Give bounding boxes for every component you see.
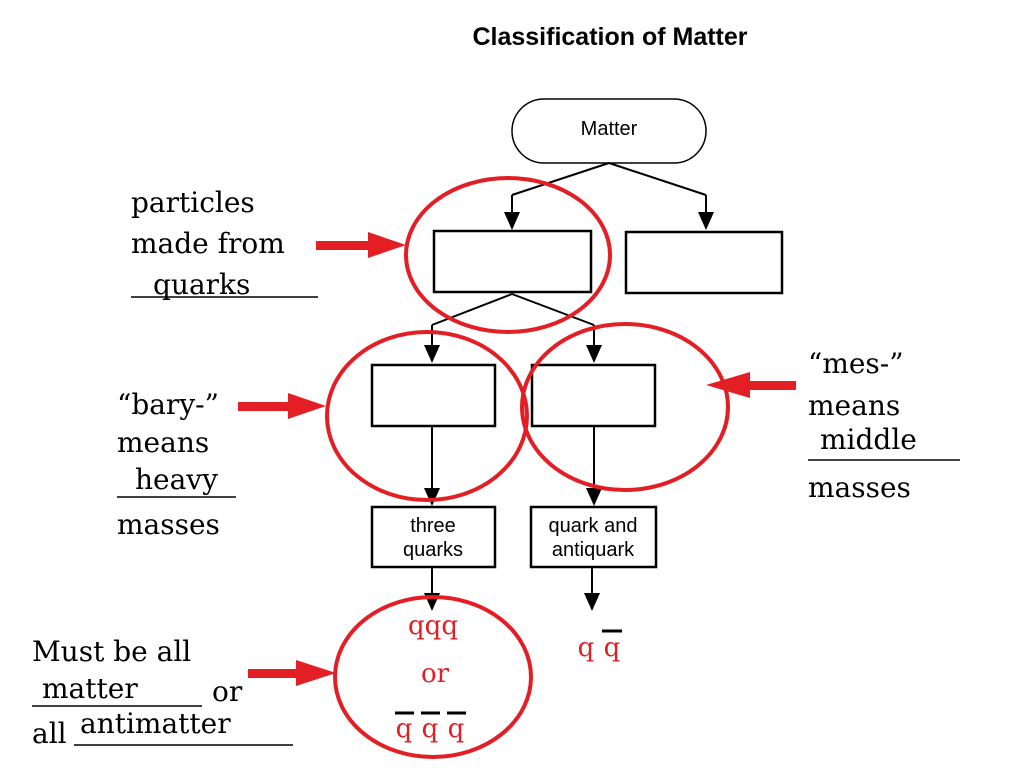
meson-note-means: means — [808, 389, 900, 422]
baryon-note-blank: heavy — [135, 463, 218, 496]
hadron-circle — [404, 176, 612, 334]
antiquark-2: q — [422, 714, 439, 744]
hadron-note-line2: made from — [131, 227, 285, 260]
meson-quark-content: q q — [578, 633, 621, 663]
quark-antiquark-line2: antiquark — [552, 539, 635, 561]
baryon-box — [370, 363, 497, 428]
hadron-box — [432, 229, 593, 294]
matter-note-blank1: matter — [42, 672, 138, 705]
meson-quark: q — [578, 633, 595, 663]
hadron-note-line1: particles — [131, 186, 255, 219]
baryon-arrow — [238, 393, 326, 419]
meson-box — [530, 363, 657, 428]
matter-arrow — [248, 660, 336, 686]
diagram-title: Classification of Matter — [472, 23, 747, 51]
antiquark-1: q — [396, 714, 413, 744]
hadron-connectors — [424, 293, 602, 363]
antiquark-3: q — [448, 714, 465, 744]
three-quarks-line1: three — [410, 515, 456, 537]
matter-label: Matter — [581, 118, 638, 140]
matter-note-or: or — [212, 675, 243, 708]
meson-note-blank: middle — [820, 423, 917, 456]
red-circles — [325, 176, 730, 759]
baryon-circle — [325, 330, 529, 502]
lepton-box — [624, 230, 784, 295]
baryon-note-suffix: masses — [117, 508, 220, 541]
hadron-arrow — [316, 232, 406, 258]
baryon-or-text: or — [421, 659, 450, 689]
quark-antiquark-box — [529, 505, 658, 569]
baryon-quark-content: qqq or q q q — [396, 611, 465, 744]
baryon-note-prefix: “bary-” — [117, 388, 219, 421]
quark-antiquark-line1: quark and — [549, 515, 638, 537]
three-quarks-box — [370, 505, 497, 569]
qqq-text: qqq — [408, 611, 458, 641]
matter-note-blank2: antimatter — [80, 707, 231, 740]
matter-connectors — [504, 162, 714, 230]
level3-connectors — [424, 427, 602, 506]
three-quarks-line2: quarks — [403, 539, 463, 561]
matter-note-line1: Must be all — [32, 635, 191, 668]
meson-arrow — [706, 372, 796, 398]
meson-note-suffix: masses — [808, 471, 911, 504]
baryon-quark-circle — [333, 595, 533, 759]
matter-note-all: all — [32, 717, 67, 750]
baryon-note-means: means — [117, 426, 209, 459]
hadron-note-blank: quarks — [153, 268, 250, 301]
meson-circle — [520, 322, 730, 492]
meson-antiquark: q — [604, 633, 621, 663]
meson-note-prefix: “mes-” — [808, 347, 904, 380]
red-arrows — [238, 232, 796, 686]
